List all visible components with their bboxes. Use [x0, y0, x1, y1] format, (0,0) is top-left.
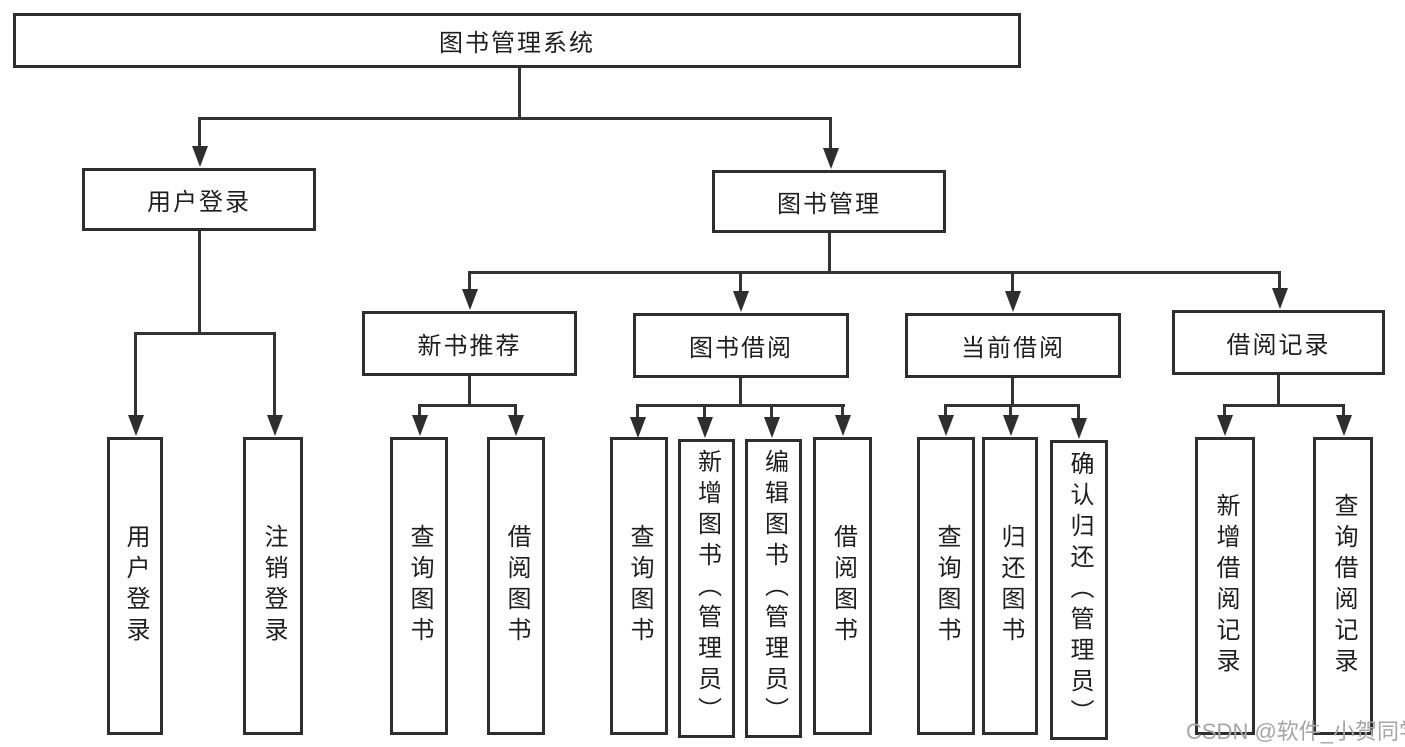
connector-segment	[636, 404, 845, 407]
node-label: 查询借阅记录	[1330, 493, 1357, 679]
node-leaf-logout: 注销登录	[243, 437, 303, 735]
arrow-down-icon	[1335, 415, 1352, 436]
connector-segment	[514, 404, 517, 417]
node-leaf-user-login: 用户登录	[107, 437, 163, 735]
node-borrowing-records: 借阅记录	[1172, 310, 1385, 375]
arrow-down-icon	[127, 415, 144, 436]
node-label: 新书推荐	[417, 333, 522, 360]
connector-segment	[418, 404, 421, 417]
watermark: CSDN @软件_小贺同学	[1186, 719, 1405, 744]
arrow-down-icon	[696, 417, 713, 438]
connector-segment	[770, 404, 773, 419]
node-leaf-add-books-admin: 新增图书（管理员）	[678, 439, 735, 738]
connector-segment	[703, 404, 706, 419]
arrow-down-icon	[1002, 415, 1019, 436]
node-book-borrowing: 图书借阅	[633, 313, 849, 378]
connector-segment	[1342, 404, 1345, 417]
node-new-book-recommend: 新书推荐	[362, 311, 577, 376]
node-leaf-query-books-current: 查询图书	[917, 437, 975, 735]
arrow-down-icon	[1216, 415, 1233, 436]
node-label: 用户登录	[122, 524, 149, 648]
connector-segment	[944, 404, 947, 417]
connector-segment	[828, 233, 831, 273]
arrow-down-icon	[834, 415, 851, 436]
arrow-down-icon	[507, 415, 524, 436]
arrow-down-icon	[1271, 288, 1288, 309]
arrow-down-icon	[763, 417, 780, 438]
connector-segment	[273, 332, 276, 417]
node-label: 新增借阅记录	[1212, 493, 1239, 679]
node-leaf-add-borrow-record: 新增借阅记录	[1195, 437, 1255, 735]
node-leaf-query-books-recommend: 查询图书	[390, 437, 448, 735]
connector-segment	[418, 404, 517, 407]
node-label: 归还图书	[997, 524, 1024, 648]
node-leaf-confirm-return-admin: 确认归还（管理员）	[1050, 440, 1108, 740]
arrow-down-icon	[266, 415, 283, 436]
node-label: 查询图书	[406, 524, 433, 648]
connector-segment	[518, 66, 521, 120]
arrow-down-icon	[823, 148, 839, 169]
arrow-down-icon	[411, 415, 428, 436]
node-label: 新增图书（管理员）	[693, 449, 721, 728]
node-label: 图书借阅	[689, 335, 793, 362]
node-leaf-query-books-borrowing: 查询图书	[610, 437, 668, 735]
connector-segment	[944, 404, 1080, 407]
node-label: 图书管理	[777, 191, 881, 218]
node-leaf-return-books: 归还图书	[982, 437, 1038, 735]
arrow-down-icon	[937, 415, 954, 436]
node-leaf-borrow-books-recommend: 借阅图书	[487, 437, 545, 735]
connector-segment	[198, 117, 832, 120]
node-label: 当前借阅	[961, 335, 1065, 362]
node-label: 图书管理系统	[439, 30, 595, 57]
connector-segment	[1223, 404, 1226, 417]
node-label: 确认归还（管理员）	[1066, 450, 1093, 730]
node-current-borrowing: 当前借阅	[905, 313, 1121, 378]
connector-segment	[468, 271, 1281, 274]
node-leaf-query-borrow-record: 查询借阅记录	[1313, 437, 1373, 735]
arrow-down-icon	[629, 417, 646, 438]
connector-segment	[468, 376, 471, 406]
connector-segment	[1223, 404, 1345, 407]
node-label: 用户登录	[147, 189, 251, 216]
connector-segment	[1278, 271, 1281, 290]
node-label: 借阅记录	[1226, 332, 1331, 359]
node-label: 编辑图书（管理员）	[760, 449, 788, 728]
connector-segment	[1077, 404, 1080, 420]
node-label: 借阅图书	[829, 524, 857, 648]
node-label: 查询图书	[626, 524, 653, 648]
connector-segment	[739, 378, 742, 406]
arrow-down-icon	[1004, 291, 1021, 312]
connector-segment	[134, 332, 276, 335]
connector-segment	[198, 117, 201, 149]
connector-segment	[198, 231, 201, 334]
connector-segment	[829, 117, 832, 151]
node-root: 图书管理系统	[13, 13, 1021, 68]
node-leaf-borrow-books-borrowing: 借阅图书	[813, 437, 872, 735]
arrow-down-icon	[1070, 418, 1087, 439]
node-label: 注销登录	[260, 524, 287, 648]
connector-segment	[636, 404, 639, 417]
arrow-down-icon	[461, 289, 478, 310]
connector-segment	[841, 404, 844, 417]
connector-segment	[468, 271, 471, 291]
node-book-management: 图书管理	[712, 170, 946, 233]
node-label: 借阅图书	[503, 524, 530, 648]
arrow-down-icon	[192, 146, 208, 167]
connector-segment	[1277, 375, 1280, 406]
connector-segment	[134, 332, 137, 417]
node-user-login: 用户登录	[82, 168, 316, 231]
node-label: 查询图书	[933, 524, 960, 648]
connector-segment	[1011, 378, 1014, 406]
node-leaf-edit-books-admin: 编辑图书（管理员）	[745, 439, 802, 738]
arrow-down-icon	[732, 291, 749, 312]
connector-segment	[1009, 404, 1012, 417]
connector-segment	[1011, 271, 1014, 293]
connector-segment	[739, 271, 742, 293]
